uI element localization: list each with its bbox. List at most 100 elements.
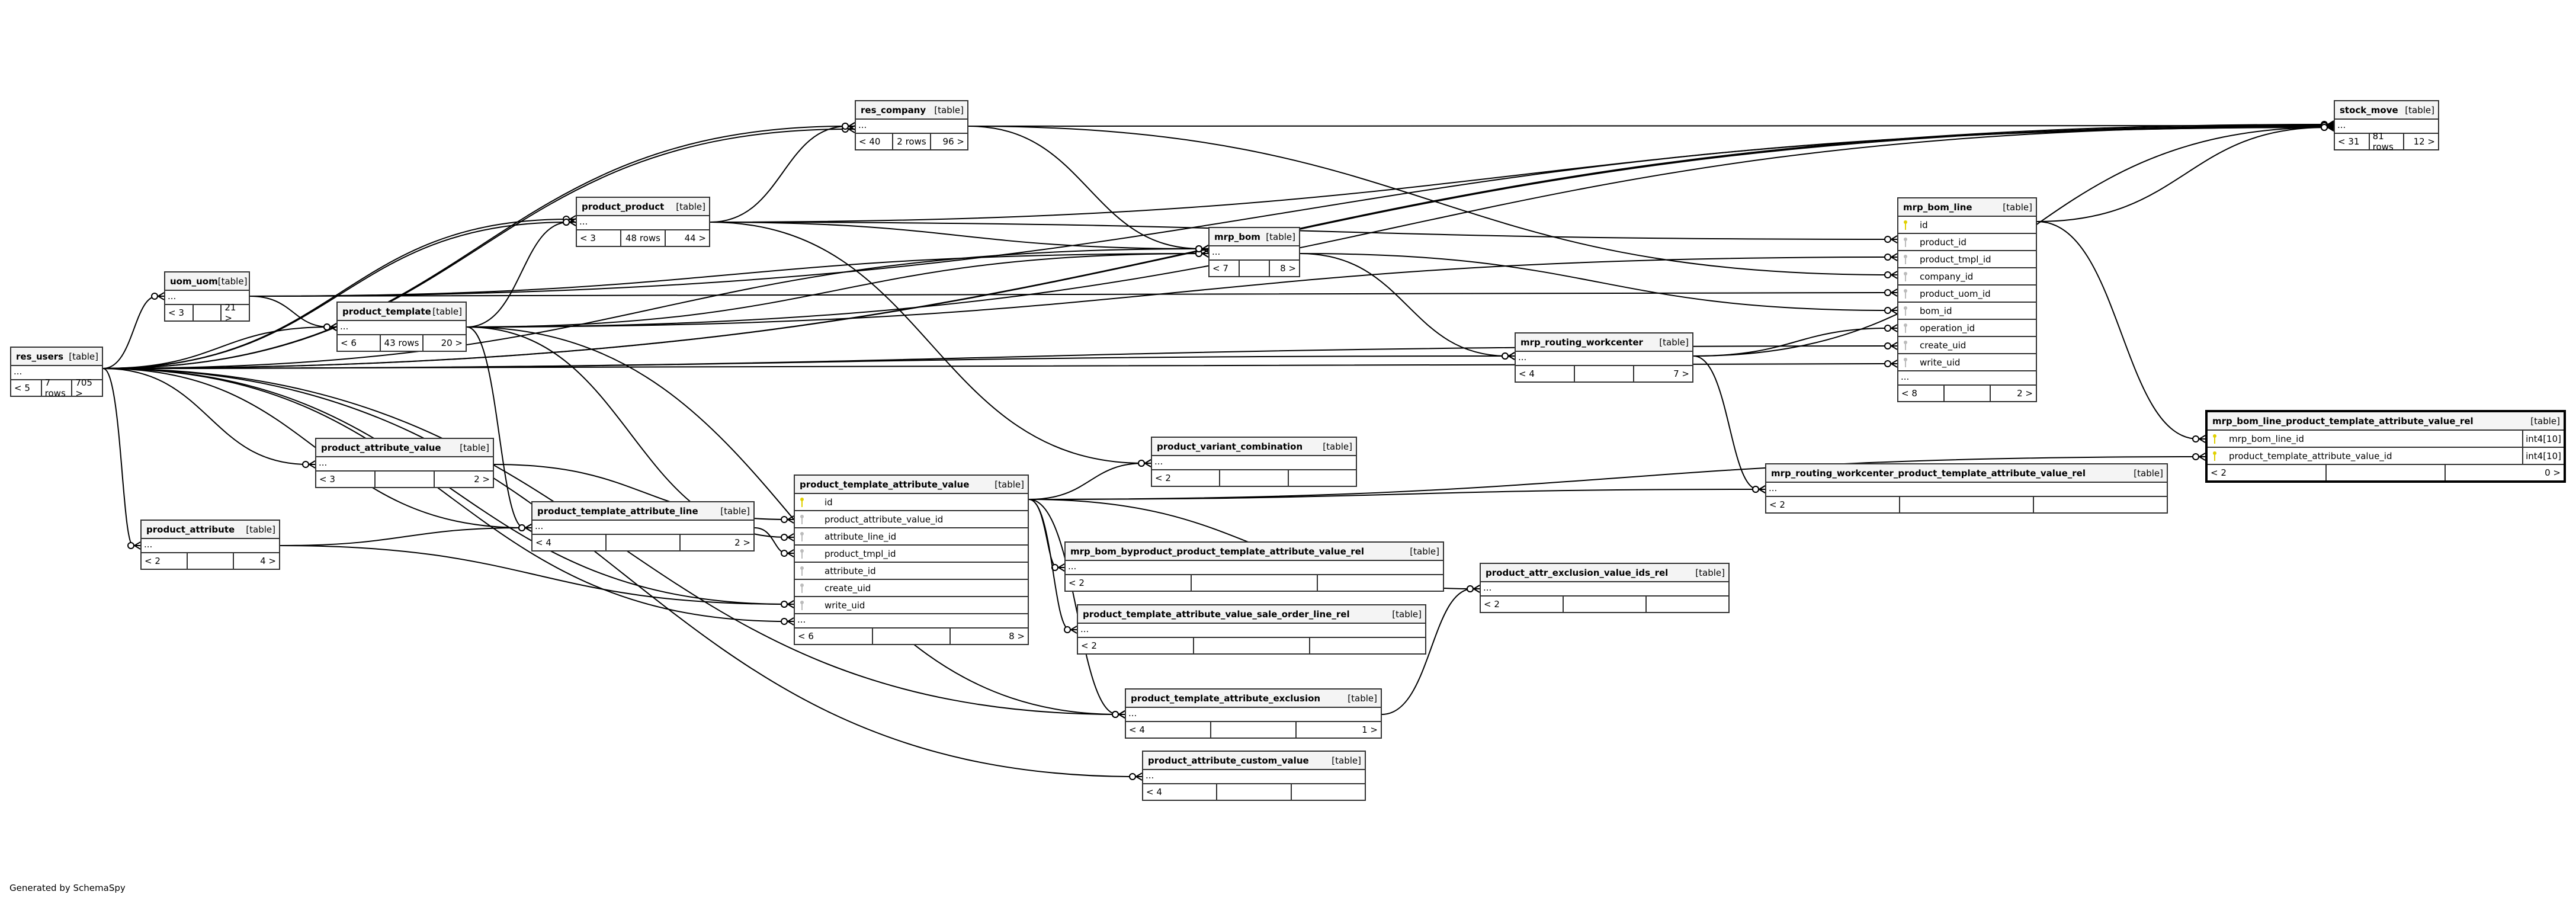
column-row[interactable]: company_id [1898, 268, 2036, 286]
parents-count[interactable]: < 2 [1481, 597, 1564, 612]
zero-or-many-marker [1884, 271, 1891, 278]
children-count[interactable]: 8 > [1009, 631, 1025, 642]
parents-count[interactable]: < 2 [2208, 465, 2327, 480]
table-product-template-attribute-value[interactable]: product_template_attribute_value[table] … [794, 474, 1029, 645]
children-count[interactable] [1292, 784, 1365, 800]
relationship-line [1028, 499, 1058, 568]
children-count[interactable]: 8 > [1280, 263, 1296, 274]
column-row[interactable]: product_uom_id [1898, 286, 2036, 303]
parents-count[interactable]: < 2 [1766, 497, 1900, 512]
children-count[interactable]: 1 > [1362, 724, 1378, 735]
children-count[interactable]: 2 > [734, 537, 750, 548]
column-row[interactable]: product_tmpl_id [1898, 251, 2036, 268]
children-count[interactable]: 705 > [75, 377, 92, 399]
parents-count[interactable]: < 3 [577, 230, 621, 246]
table-name: stock_move [2340, 104, 2398, 116]
children-count[interactable]: 12 > [2413, 136, 2436, 147]
children-count[interactable]: 2 > [474, 474, 490, 485]
column-row[interactable]: bom_id [1898, 303, 2036, 320]
table-product-variant-combination[interactable]: product_variant_combination[table] ... <… [1151, 437, 1357, 487]
table-product-template-attribute-line[interactable]: product_template_attribute_line[table] .… [531, 501, 755, 551]
parents-count[interactable]: < 8 [1898, 386, 1945, 401]
parents-count[interactable]: < 7 [1210, 261, 1240, 276]
children-count[interactable]: 44 > [684, 233, 706, 243]
column-row[interactable]: product_id [1898, 234, 2036, 251]
children-count[interactable]: 4 > [260, 556, 276, 566]
table-product-template-attribute-exclusion[interactable]: product_template_attribute_exclusion[tab… [1125, 688, 1382, 739]
column-row[interactable]: write_uid [1898, 354, 2036, 371]
parents-count[interactable]: < 2 [1066, 575, 1192, 591]
row-count [1220, 470, 1289, 486]
parents-count[interactable]: < 31 [2335, 134, 2370, 149]
table-mrp-bom-line[interactable]: mrp_bom_line[table] id product_id produc… [1897, 197, 2037, 402]
row-count: 48 rows [621, 230, 666, 246]
table-type: [table] [1332, 755, 1361, 766]
table-mrp-routing-workcenter-product-template-attribute-value-rel[interactable]: mrp_routing_workcenter_product_template_… [1765, 463, 2168, 514]
children-count[interactable] [2034, 497, 2167, 512]
children-count[interactable]: 96 > [942, 136, 964, 147]
crowsfoot-marker [787, 549, 794, 557]
column-row[interactable]: id [1898, 217, 2036, 234]
parents-count[interactable]: < 4 [532, 535, 607, 550]
table-name: mrp_bom [1214, 231, 1260, 242]
column-row[interactable]: product_attribute_value_id [795, 511, 1028, 528]
parents-count[interactable]: < 5 [11, 380, 42, 396]
columns-ellipsis: ... [1143, 770, 1365, 784]
crowsfoot-marker [525, 524, 532, 532]
table-product-attr-exclusion-value-ids-rel[interactable]: product_attr_exclusion_value_ids_rel[tab… [1480, 563, 1730, 613]
parents-count[interactable]: < 4 [1516, 366, 1575, 381]
parents-count[interactable]: < 6 [795, 629, 873, 644]
children-count[interactable]: 2 > [2017, 388, 2033, 399]
children-count[interactable]: 21 > [224, 302, 236, 323]
children-count[interactable] [1647, 597, 1728, 612]
parents-count[interactable]: < 4 [1126, 722, 1211, 738]
column-row[interactable]: create_uid [795, 580, 1028, 597]
crowsfoot-marker [1202, 245, 1209, 253]
table-mrp-bom-line-product-template-attribute-value-rel[interactable]: mrp_bom_line_product_template_attribute_… [2205, 410, 2566, 483]
parents-count[interactable]: < 40 [856, 134, 894, 149]
row-count [1192, 575, 1318, 591]
column-row[interactable]: product_tmpl_id [795, 546, 1028, 563]
column-row[interactable]: operation_id [1898, 320, 2036, 337]
children-count[interactable]: 7 > [1673, 368, 1689, 379]
row-count [607, 535, 681, 550]
parents-count[interactable]: < 4 [1143, 784, 1218, 800]
children-count[interactable]: 20 > [441, 338, 463, 348]
relationship-line [2036, 127, 2327, 222]
crowsfoot-marker [2327, 123, 2334, 132]
crowsfoot-marker [1144, 459, 1151, 467]
column-row[interactable]: write_uid [795, 597, 1028, 614]
table-mrp-bom-byproduct-product-template-attribute-value-rel[interactable]: mrp_bom_byproduct_product_template_attri… [1064, 541, 1444, 592]
children-count[interactable] [1289, 470, 1356, 486]
column-row[interactable]: attribute_id [795, 563, 1028, 580]
table-product-attribute-custom-value[interactable]: product_attribute_custom_value[table] ..… [1142, 751, 1366, 801]
relationship-line [466, 222, 569, 328]
parents-count[interactable]: < 3 [316, 472, 376, 487]
columns-ellipsis: ... [1481, 582, 1728, 597]
children-count[interactable] [1318, 575, 1443, 591]
column-row[interactable]: attribute_line_id [795, 528, 1028, 546]
column-row[interactable]: create_uid [1898, 337, 2036, 354]
foreign-key-icon [1902, 357, 1910, 368]
table-product-template-attribute-value-sale-order-line-rel[interactable]: product_template_attribute_value_sale_or… [1077, 604, 1426, 655]
parents-count[interactable]: < 2 [142, 553, 188, 569]
parents-count[interactable]: < 2 [1078, 638, 1194, 653]
parents-count[interactable]: < 3 [165, 305, 194, 320]
children-count[interactable]: 0 > [2545, 467, 2561, 478]
parents-count[interactable]: < 6 [338, 335, 381, 351]
parents-count[interactable]: < 2 [1152, 470, 1221, 486]
column-row[interactable]: id [795, 494, 1028, 511]
children-count[interactable] [1310, 638, 1425, 653]
